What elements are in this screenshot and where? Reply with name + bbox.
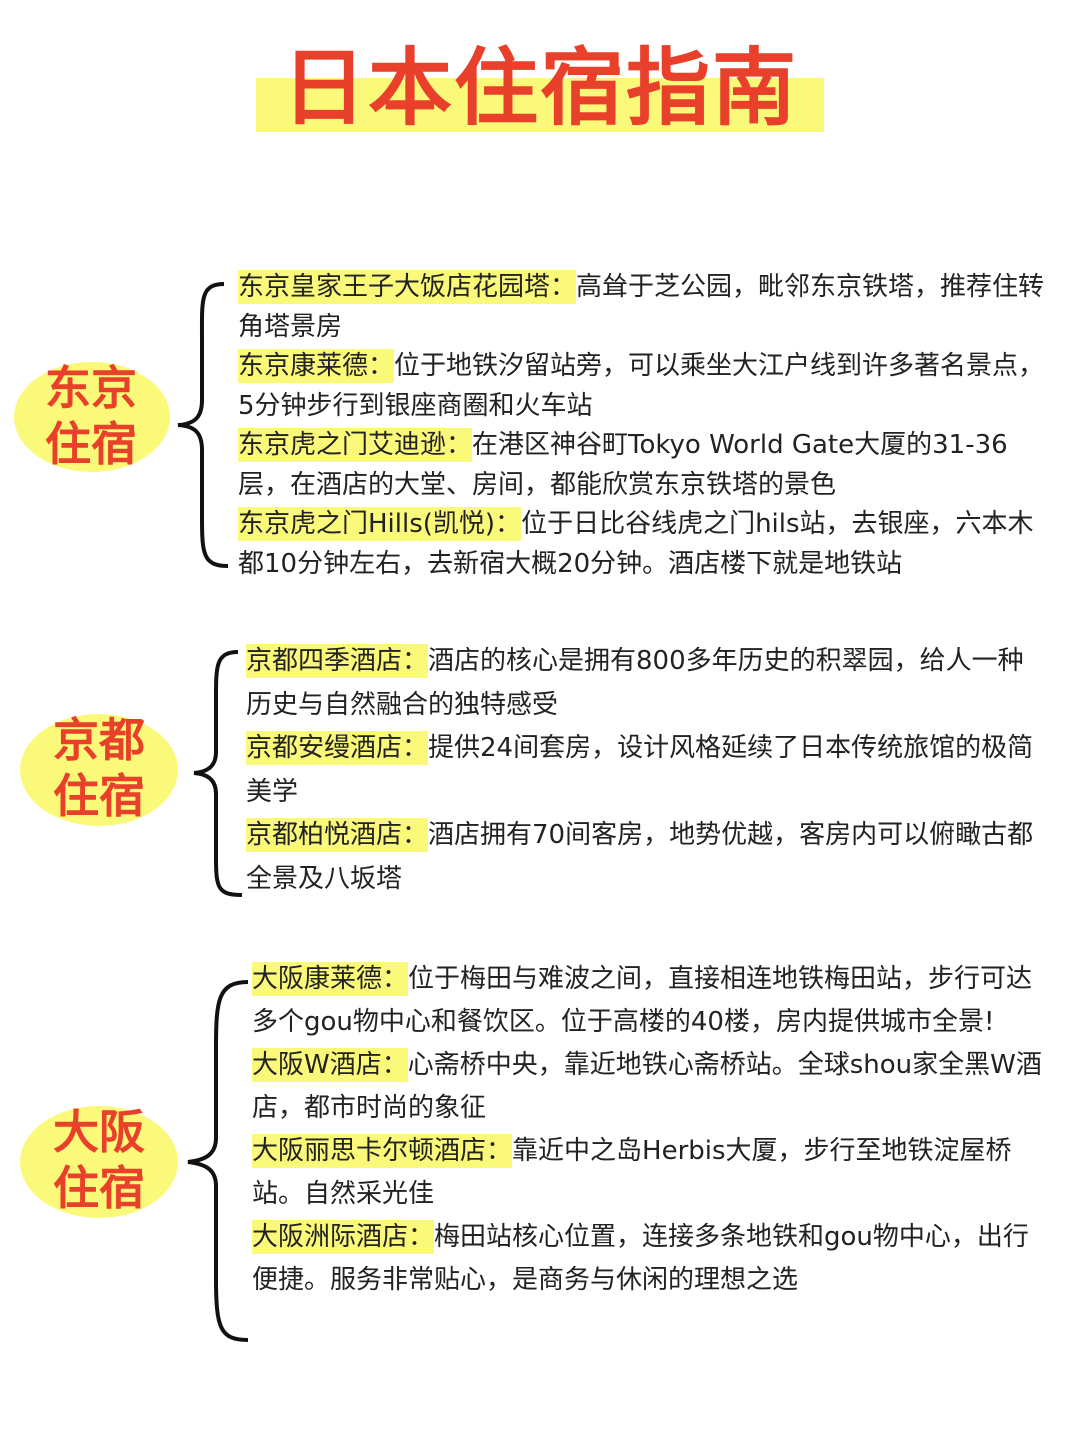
hotel-desc: 位于地铁汐留站旁，可以乘坐大江户线到许多著名景点，5分钟步行到银座商圈和火车站 (238, 351, 1045, 421)
curly-brace-icon (187, 980, 249, 1342)
city-label-line2: 住宿 (53, 769, 145, 823)
hotel-name: 东京皇家王子大饭店花园塔： (238, 270, 577, 304)
hotel-name: 东京虎之门艾迪逊： (238, 428, 473, 462)
city-label: 京都 住宿 (18, 712, 180, 824)
hotel-name: 东京康莱德： (238, 349, 395, 383)
hotel-entry: 大阪W酒店：心斋桥中央，靠近地铁心斋桥站。全球shou家全黑W酒店，都市时尚的象… (252, 1044, 1042, 1130)
hotel-desc: 心斋桥中央，靠近地铁心斋桥站。全球shou家全黑W酒店，都市时尚的象征 (252, 1050, 1042, 1123)
city-label-line1: 大阪 (53, 1105, 145, 1159)
hotel-desc: 高耸于芝公园，毗邻东京铁塔，推荐住转角塔景房 (238, 272, 1045, 342)
hotel-name: 大阪丽思卡尔顿酒店： (252, 1134, 513, 1168)
hotel-desc: 位于日比谷线虎之门hils站，去银座，六本木都10分钟左右，去新宿大概20分钟。… (238, 509, 1034, 579)
city-label: 东京 住宿 (10, 360, 172, 472)
hotel-name: 东京虎之门Hills(凯悦)： (238, 507, 522, 541)
page-title: 日本住宿指南 (281, 39, 798, 137)
hotel-desc: 酒店拥有70间客房，地势优越，客房内可以俯瞰古都全景及八坂塔 (246, 820, 1034, 894)
entry-list: 东京皇家王子大饭店花园塔：高耸于芝公园，毗邻东京铁塔，推荐住转角塔景房 东京康莱… (238, 268, 1048, 584)
city-label-bubble (20, 1106, 178, 1218)
hotel-entry: 东京康莱德：位于地铁汐留站旁，可以乘坐大江户线到许多著名景点，5分钟步行到银座商… (238, 347, 1048, 426)
hotel-entry: 东京皇家王子大饭店花园塔：高耸于芝公园，毗邻东京铁塔，推荐住转角塔景房 (238, 268, 1048, 347)
hotel-name: 大阪洲际酒店： (252, 1220, 435, 1254)
city-label-bubble (14, 362, 170, 472)
hotel-name: 京都安缦酒店： (246, 731, 429, 765)
hotel-desc: 位于梅田与难波之间，直接相连地铁梅田站，步行可达多个gou物中心和餐饮区。位于高… (252, 964, 1033, 1037)
hotel-desc: 酒店的核心是拥有800多年历史的积翠园，给人一种历史与自然融合的独特感受 (246, 646, 1024, 720)
hotel-desc: 提供24间套房，设计风格延续了日本传统旅馆的极简美学 (246, 733, 1034, 807)
hotel-name: 大阪W酒店： (252, 1048, 408, 1082)
hotel-entry: 东京虎之门艾迪逊：在港区神谷町Tokyo World Gate大厦的31-36层… (238, 426, 1048, 505)
hotel-desc: 梅田站核心位置，连接多条地铁和gou物中心，出行便捷。服务非常贴心，是商务与休闲… (252, 1222, 1029, 1295)
entry-list: 大阪康莱德：位于梅田与难波之间，直接相连地铁梅田站，步行可达多个gou物中心和餐… (252, 958, 1042, 1302)
hotel-entry: 大阪康莱德：位于梅田与难波之间，直接相连地铁梅田站，步行可达多个gou物中心和餐… (252, 958, 1042, 1044)
hotel-entry: 京都柏悦酒店：酒店拥有70间客房，地势优越，客房内可以俯瞰古都全景及八坂塔 (246, 814, 1046, 901)
curly-brace-icon (193, 650, 243, 897)
entry-list: 京都四季酒店：酒店的核心是拥有800多年历史的积翠园，给人一种历史与自然融合的独… (246, 640, 1046, 901)
hotel-entry: 京都四季酒店：酒店的核心是拥有800多年历史的积翠园，给人一种历史与自然融合的独… (246, 640, 1046, 727)
hotel-entry: 大阪丽思卡尔顿酒店：靠近中之岛Herbis大厦，步行至地铁淀屋桥站。自然采光佳 (252, 1130, 1042, 1216)
curly-brace-icon (177, 282, 229, 568)
hotel-entry: 京都安缦酒店：提供24间套房，设计风格延续了日本传统旅馆的极简美学 (246, 727, 1046, 814)
city-label-bubble (20, 714, 178, 826)
city-label: 大阪 住宿 (18, 1104, 180, 1216)
hotel-name: 大阪康莱德： (252, 962, 409, 996)
city-label-line1: 京都 (53, 713, 145, 767)
title-highlight (256, 78, 824, 132)
hotel-desc: 靠近中之岛Herbis大厦，步行至地铁淀屋桥站。自然采光佳 (252, 1136, 1012, 1209)
city-label-line1: 东京 (45, 361, 137, 415)
hotel-name: 京都四季酒店： (246, 644, 429, 678)
hotel-entry: 东京虎之门Hills(凯悦)：位于日比谷线虎之门hils站，去银座，六本木都10… (238, 505, 1048, 584)
hotel-desc: 在港区神谷町Tokyo World Gate大厦的31-36层，在酒店的大堂、房… (238, 430, 1008, 500)
hotel-name: 京都柏悦酒店： (246, 818, 429, 852)
city-label-line2: 住宿 (53, 1161, 145, 1215)
hotel-entry: 大阪洲际酒店：梅田站核心位置，连接多条地铁和gou物中心，出行便捷。服务非常贴心… (252, 1216, 1042, 1302)
city-label-line2: 住宿 (45, 417, 137, 471)
page-title-block: 日本住宿指南 (256, 40, 824, 140)
